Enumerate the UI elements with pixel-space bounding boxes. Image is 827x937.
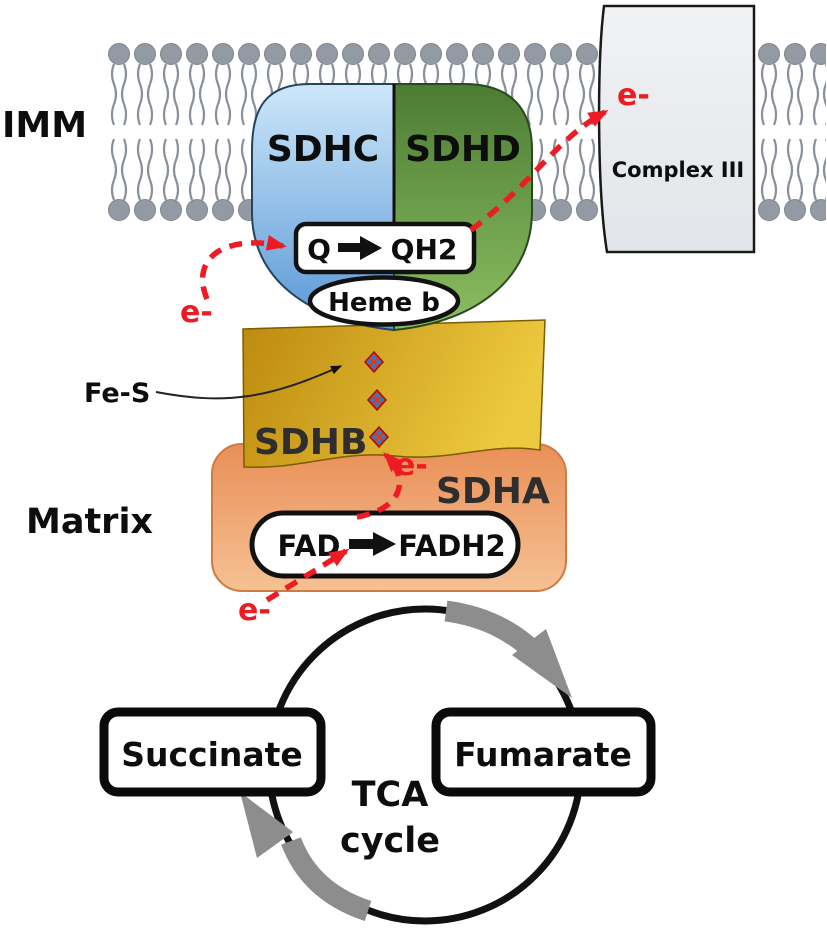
electron-arrow-to-fe-s — [356, 452, 403, 520]
fe-s-cluster-1 — [363, 350, 385, 374]
sdhb-region: SDHB — [242, 319, 546, 469]
fe-s-pointer-arrow — [155, 365, 342, 400]
tca-title-line1: TCA — [352, 775, 429, 815]
matrix-label: Matrix — [26, 502, 153, 542]
electron-label-q: e- — [180, 295, 213, 330]
electron-label-fe-s: e- — [395, 448, 428, 483]
q-reaction-arrow-icon — [338, 236, 382, 260]
succinate-label: Succinate — [121, 735, 303, 774]
complex-iii-shape — [597, 4, 756, 254]
complex-iii-label: Complex III — [612, 158, 745, 182]
heme-b-label: Heme b — [328, 288, 440, 318]
sdhd-label: SDHD — [405, 129, 521, 170]
electron-label-complex-iii: e- — [617, 78, 650, 113]
fadh2-label: FADH2 — [398, 529, 505, 563]
q-label: Q — [307, 233, 331, 266]
qh2-label: QH2 — [391, 233, 458, 266]
tca-arrow-to-succinate — [240, 792, 372, 921]
tca-title-line2: cycle — [340, 821, 440, 861]
sdhb-label: SDHB — [254, 422, 367, 463]
fumarate-box: Fumarate — [431, 707, 656, 797]
electron-arrow-to-fad — [265, 548, 350, 603]
fe-s-cluster-3 — [368, 425, 390, 449]
succinate-shape — [99, 707, 326, 797]
fumarate-shape — [431, 707, 656, 797]
complex-iii-box: Complex III — [597, 4, 756, 254]
fad-reaction-arrow-icon — [349, 532, 396, 556]
heme-b-shape — [307, 275, 461, 327]
fad-fadh2-oval: FAD FADH2 — [249, 510, 521, 579]
electron-label-fad: e- — [238, 593, 271, 628]
sdhc-label: SDHC — [267, 129, 379, 170]
electron-arrow-to-complex-iii — [469, 109, 609, 233]
q-qh2-shape — [293, 221, 477, 275]
tca-arrow-to-fumarate — [444, 600, 572, 698]
heme-b-oval: Heme b — [307, 275, 461, 327]
imm-label: IMM — [2, 105, 87, 146]
fumarate-label: Fumarate — [454, 735, 632, 774]
sdha-label: SDHA — [436, 471, 550, 512]
succinate-box: Succinate — [99, 707, 326, 797]
electron-arrow-to-q — [199, 234, 287, 301]
q-qh2-box: Q QH2 — [293, 221, 477, 275]
fe-s-label: Fe-S — [84, 378, 150, 409]
fe-s-cluster-2 — [366, 388, 388, 412]
